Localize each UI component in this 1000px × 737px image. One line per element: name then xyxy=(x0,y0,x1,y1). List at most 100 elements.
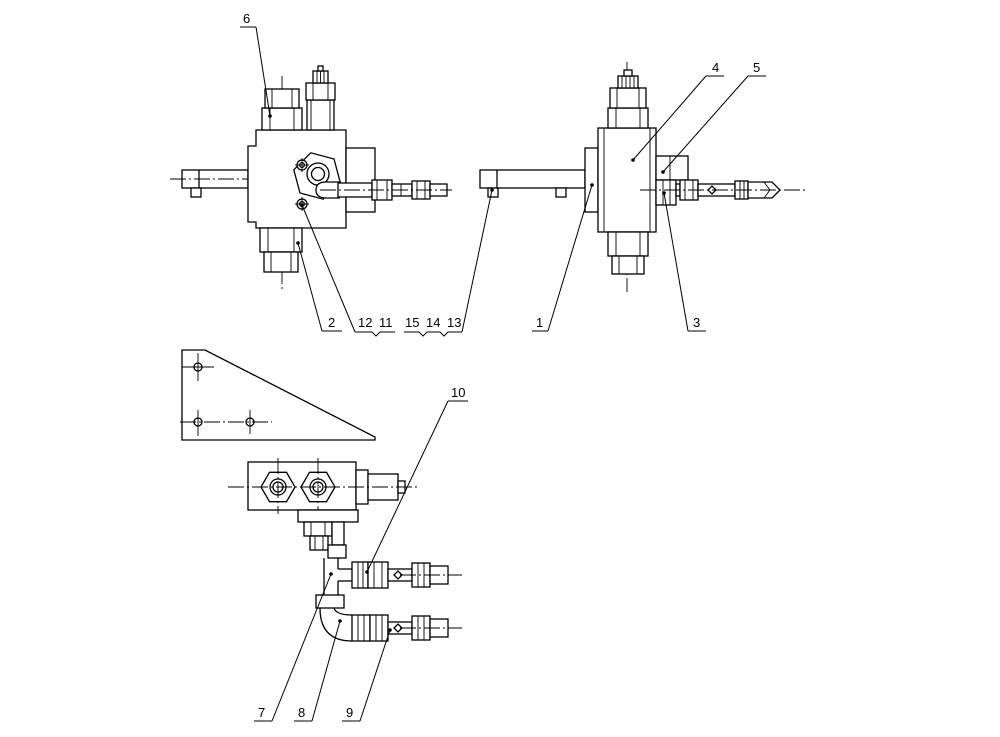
callout-number: 3 xyxy=(693,315,700,330)
leader-dot xyxy=(365,570,369,574)
leader-dot xyxy=(388,628,392,632)
callout-number: 8 xyxy=(298,705,305,720)
leader-line xyxy=(366,400,449,573)
callout-number: 13 xyxy=(447,315,461,330)
leader-dot xyxy=(329,572,333,576)
leader-line xyxy=(662,75,749,173)
leader-dot xyxy=(631,158,635,162)
callout-part-1: 1 xyxy=(532,183,594,332)
front-mounting-rod xyxy=(170,169,256,198)
tee-fitting xyxy=(315,594,345,609)
rod-foot xyxy=(190,187,202,198)
port-nut xyxy=(309,535,329,551)
switch-hex xyxy=(305,82,336,101)
callout-brace xyxy=(404,331,462,337)
bent-pipe-inner xyxy=(333,607,353,616)
leader-line xyxy=(461,189,493,333)
callout-number: 10 xyxy=(451,385,465,400)
callout-number: 7 xyxy=(258,705,265,720)
leader-dot xyxy=(590,183,594,187)
callout-part-6: 6 xyxy=(240,11,272,118)
callout-part-2: 2 xyxy=(296,241,342,332)
lower-outlet-fitting xyxy=(351,614,462,642)
front-top-fitting xyxy=(261,88,303,131)
fitting-hex-nut xyxy=(609,87,647,109)
callout-part-3: 3 xyxy=(662,191,706,332)
leader-line xyxy=(297,242,323,332)
nut-bore-inner xyxy=(310,166,326,182)
side-top-fitting xyxy=(607,69,649,129)
fitting-body xyxy=(351,614,371,642)
bent-pipe-outer xyxy=(319,607,353,642)
knob-tip xyxy=(317,65,324,72)
callout-number: 15 xyxy=(405,315,419,330)
valve-body-side-boss xyxy=(345,147,376,213)
callout-number: 2 xyxy=(328,315,335,330)
side-outlet-assembly xyxy=(640,155,806,206)
leader-line xyxy=(311,620,341,722)
leader-dot xyxy=(490,188,494,192)
outlet-nut xyxy=(369,614,389,642)
leader-dot xyxy=(662,191,666,195)
bracket-plate xyxy=(181,349,376,441)
switch-body xyxy=(306,99,335,131)
rod-body xyxy=(479,169,586,189)
fitting-hex-nut xyxy=(611,255,645,275)
leader-line xyxy=(271,573,332,722)
fitting-hex-nut xyxy=(263,251,299,273)
callout-part-8: 8 xyxy=(294,619,342,722)
side-bottom-fitting xyxy=(607,231,649,275)
callout-part-5: 5 xyxy=(661,60,766,174)
rod-foot xyxy=(487,187,499,198)
leader-line xyxy=(632,75,707,161)
side-view xyxy=(479,62,806,292)
callout-number: 4 xyxy=(712,60,719,75)
plan-manifold-piping xyxy=(297,509,359,642)
connector-body xyxy=(655,179,677,206)
callout-number: 11 xyxy=(379,315,393,330)
plan-view xyxy=(180,349,462,642)
leader-dot xyxy=(296,241,300,245)
leader-line xyxy=(359,629,391,722)
switch-knob xyxy=(617,75,639,89)
front-bottom-fitting xyxy=(259,227,303,273)
fitting-base xyxy=(259,227,303,253)
callout-brace xyxy=(355,331,395,337)
side-mounting-rod xyxy=(479,169,586,198)
front-outlet-fitting xyxy=(315,179,452,201)
mounting-bracket xyxy=(180,349,376,441)
callout-number: 9 xyxy=(346,705,353,720)
vertical-pipe-upper xyxy=(331,521,345,546)
callout-part-10: 10 xyxy=(365,385,468,574)
leader-dot xyxy=(661,170,665,174)
leader-dot xyxy=(300,203,304,207)
side-plug xyxy=(655,155,689,181)
knob-tip xyxy=(623,69,633,77)
leader-line xyxy=(255,26,271,117)
front-view xyxy=(170,65,452,292)
callout-number: 12 xyxy=(358,315,372,330)
callout-parts-15-14-13: 15 14 13 xyxy=(404,188,494,337)
port-nut xyxy=(303,521,333,537)
fitting-base xyxy=(607,231,649,257)
callout-number: 5 xyxy=(753,60,760,75)
callout-number: 14 xyxy=(426,315,440,330)
leader-line xyxy=(663,192,689,332)
front-top-switch xyxy=(305,65,336,131)
leader-dot xyxy=(338,619,342,623)
leader-line xyxy=(301,204,356,333)
leader-line xyxy=(547,184,593,332)
callout-part-9: 9 xyxy=(342,628,392,722)
callout-number: 1 xyxy=(536,315,543,330)
fitting-base xyxy=(607,107,649,129)
part-callouts: 6 4 5 2 12 11 xyxy=(240,11,766,722)
lower-block xyxy=(297,509,359,523)
upper-outlet-fitting xyxy=(351,561,462,589)
fitting-hex-nut xyxy=(264,88,300,109)
outlet-nut xyxy=(367,561,389,589)
pipe-coupling xyxy=(327,544,347,559)
callout-parts-12-11: 12 11 xyxy=(300,203,395,337)
leader-dot xyxy=(268,114,272,118)
callout-part-7: 7 xyxy=(254,572,333,722)
